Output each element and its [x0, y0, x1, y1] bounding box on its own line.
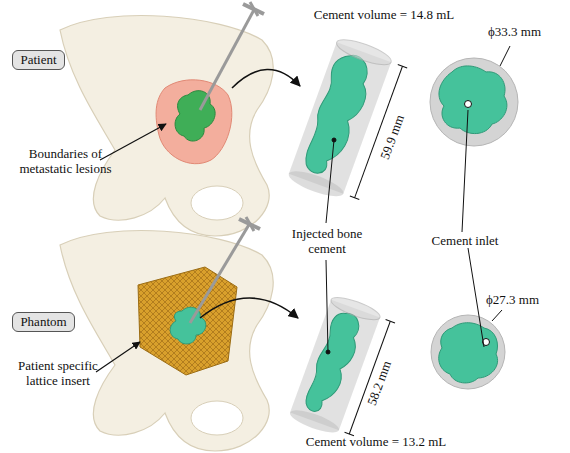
annotation-label: Cement volume = 14.8 mL	[314, 7, 455, 22]
annotation-label: ϕ27.3 mm	[486, 292, 566, 307]
node-text: Phantom	[20, 314, 66, 330]
leader-arrow	[96, 342, 140, 372]
annotation-label: ϕ33.3 mm	[488, 24, 568, 39]
cement-cross-section	[431, 310, 505, 389]
leader-arrow	[100, 124, 166, 160]
node-text: Patient	[20, 52, 56, 68]
annotation-label: Cement inlet	[420, 233, 510, 248]
curved-arrow	[232, 69, 300, 88]
annotation-label: Injected bone cement	[282, 226, 372, 256]
cement-cylinder	[286, 35, 410, 207]
group-tag: Phantom	[12, 312, 75, 332]
pelvis-phantom	[60, 217, 273, 451]
annotation-label: 58.2 mm	[364, 359, 394, 408]
cement-cylinder	[288, 293, 398, 442]
group-tag: Patient	[12, 50, 65, 70]
pelvis-patient	[60, 2, 273, 236]
annotation-label: Cement volume = 13.2 mL	[306, 434, 447, 449]
annotation-label: Boundaries of metastatic lesions	[8, 146, 123, 176]
annotation-label: 59.9 mm	[377, 113, 407, 162]
cement-cross-section	[430, 46, 518, 146]
annotation-label: Patient specific lattice insert	[8, 358, 108, 388]
curved-arrow	[200, 298, 298, 318]
